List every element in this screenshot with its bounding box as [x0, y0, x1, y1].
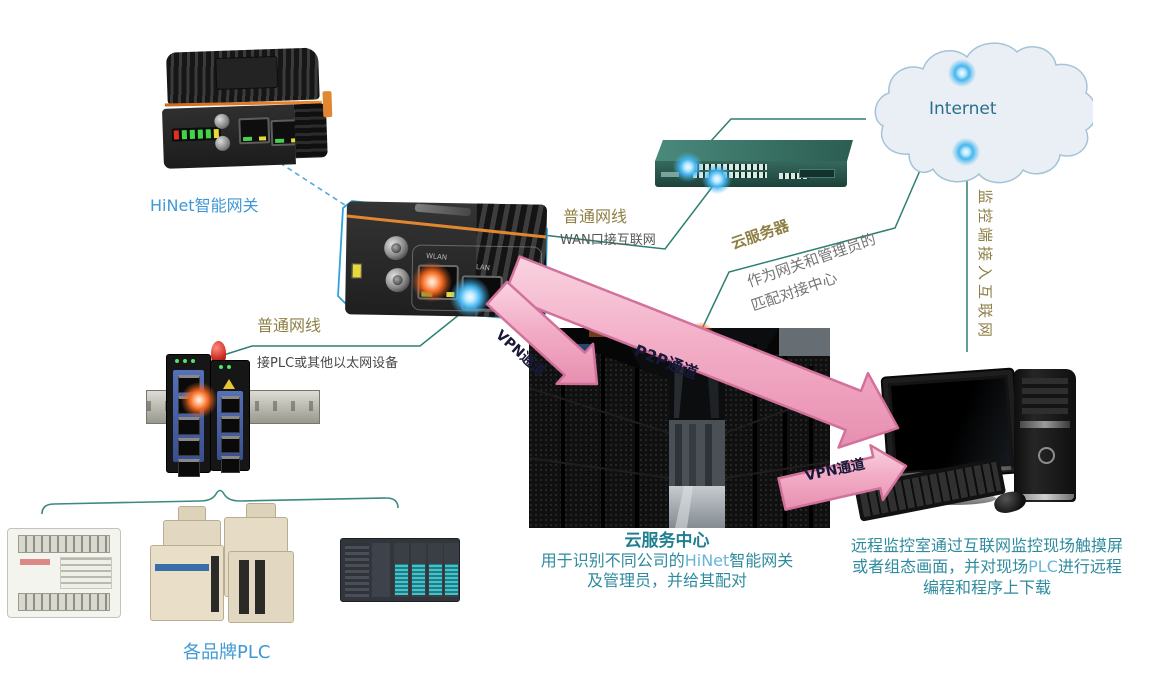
plc-blue-stripe: [155, 564, 209, 571]
io-indicator-block: [60, 557, 112, 589]
plc-io-module: [428, 543, 443, 597]
cloud-center-line2: 及管理员，并给其配对: [586, 571, 747, 590]
tower-trim: [1020, 421, 1070, 428]
status-leds: [175, 359, 195, 363]
plc-connection-note: 接PLC或其他以太网设备: [257, 356, 399, 371]
pc-tower-device: [1014, 369, 1076, 502]
remote-room-line3: 编程和程序上下载: [922, 578, 1051, 597]
cloud-shape: [874, 42, 1093, 184]
wan-note-label: WAN口接互联网: [560, 233, 656, 248]
monitor-access-vertical-label: 监控端接入互联网: [976, 189, 994, 342]
switch-port-block: [779, 173, 809, 179]
caption-segment: 或者组态画面，并对现场: [852, 557, 1029, 576]
terminal-strip: [18, 535, 110, 553]
plc-cpu-module: [372, 543, 390, 597]
internet-label: Internet: [929, 99, 997, 119]
plc-group-brace: [41, 489, 399, 515]
ethernet-port-panel: [217, 391, 243, 473]
remote-room-line2: 或者组态画面，并对现场PLC进行远程: [820, 556, 1154, 577]
plc-power-module: [345, 543, 369, 597]
mitsubishi-plc-device: [7, 528, 121, 618]
cable-label-top: 普通网线: [563, 207, 628, 226]
caption-segment: 用于识别不同公司的: [540, 551, 685, 570]
red-antenna-icon: [211, 341, 226, 365]
remote-room-caption: 远程监控室通过互联网监控现场触摸屏 或者组态画面，并对现场PLC进行远程 编程和…: [820, 535, 1154, 598]
terminal-strip: [18, 593, 110, 611]
hinet-gateway-label: HiNet智能网关: [150, 196, 259, 215]
plc-slot: [255, 560, 265, 614]
cable-line-gateway-to-switch: [489, 181, 717, 250]
remote-room-line1: 远程监控室通过互联网监控现场触摸屏: [850, 536, 1123, 555]
p2p-tunnel-arrow: [503, 255, 900, 449]
cloud-center-caption: 云服务中心 用于识别不同公司的HiNet智能网关 及管理员，并给其配对: [522, 531, 812, 591]
tower-foot: [1016, 494, 1074, 500]
caption-brand-segment: HiNet: [684, 551, 730, 570]
switch-uplink-slot: [799, 169, 835, 178]
plc-io-module: [394, 543, 409, 597]
status-leds: [219, 365, 231, 369]
caption-segment: 进行远程: [1057, 557, 1122, 576]
plc-brands-label: 各品牌PLC: [183, 642, 271, 663]
caption-segment: 智能网关: [729, 551, 794, 570]
internet-cloud: [874, 42, 1093, 184]
cloud-center-line1: 用于识别不同公司的HiNet智能网关: [522, 551, 812, 571]
plc-slot: [211, 556, 219, 612]
warning-triangle-icon: [223, 379, 235, 389]
plc-io-module: [411, 543, 426, 597]
plc-slot: [239, 560, 249, 614]
plc-io-module: [444, 543, 459, 597]
hp-logo-icon: [1038, 447, 1055, 464]
siemens-plc-device: [340, 538, 460, 602]
cable-label-left: 普通网线: [257, 316, 322, 335]
vpn-tunnel-arrow-right: [777, 444, 908, 511]
omron-plc-device: [150, 545, 224, 621]
drive-bays: [1022, 378, 1068, 414]
plc-brand-mark: [20, 559, 50, 565]
caption-term-segment: PLC: [1028, 557, 1058, 576]
switch-brand-tag: [661, 172, 679, 177]
dashed-link-line: [279, 162, 349, 208]
cloud-center-title: 云服务中心: [624, 531, 710, 551]
vpn-tunnel-arrow-left: [485, 280, 599, 386]
omron-plc-device: [228, 551, 294, 623]
cable-line-gateway-to-plc-switch: [213, 305, 471, 359]
switch-top-face: [655, 140, 853, 162]
